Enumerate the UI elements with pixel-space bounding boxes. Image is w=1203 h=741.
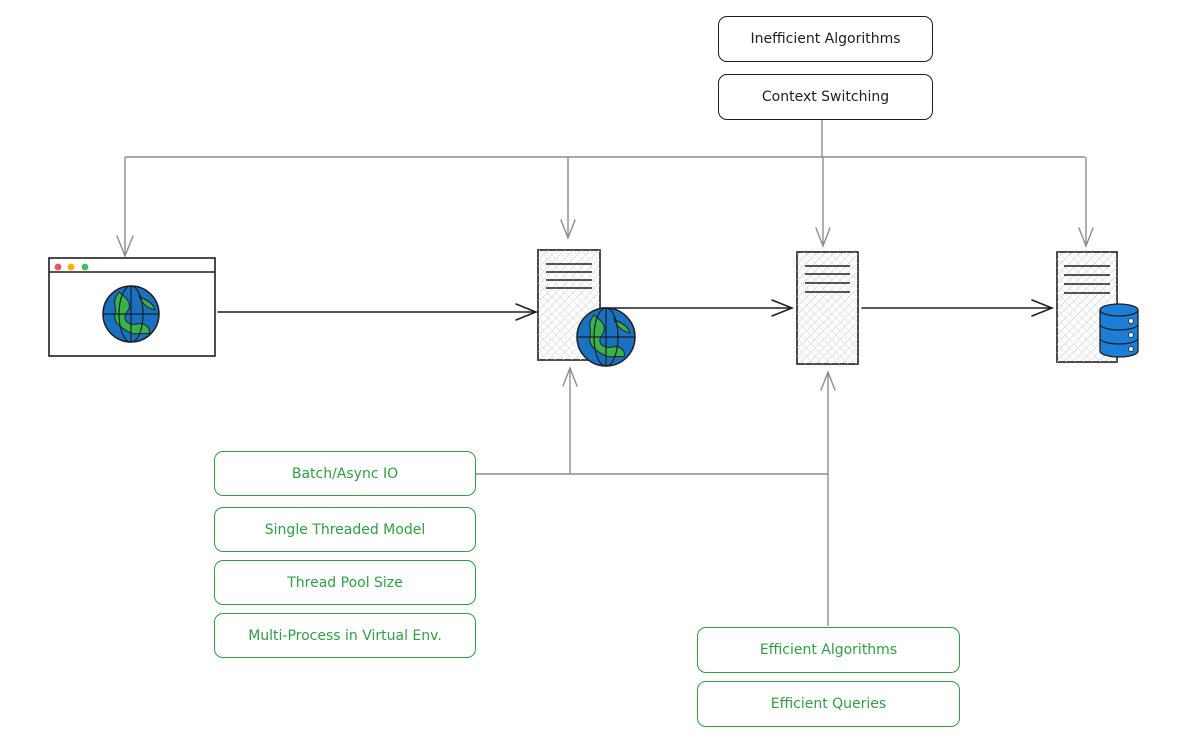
context-switching-label: Context Switching [761, 89, 890, 105]
server-icon [796, 251, 859, 365]
efficient-queries-box: Efficient Queries [697, 681, 960, 727]
context-switching-box: Context Switching [718, 74, 933, 120]
top-arrowheads [116, 219, 1094, 258]
web-arrowhead [560, 219, 576, 240]
flow-arrows [217, 299, 1055, 321]
browser-minimize-dot [67, 263, 75, 271]
bottom-arrowheads [562, 366, 836, 391]
inefficient-algorithms-label: Inefficient Algorithms [750, 31, 901, 47]
thread-pool-size-box: Thread Pool Size [214, 560, 476, 605]
multi-process-label: Multi-Process in Virtual Env. [248, 627, 442, 644]
db-arrowhead [1078, 227, 1094, 248]
inefficient-algorithms-box: Inefficient Algorithms [718, 16, 933, 62]
web-to-app-arrowhead [771, 299, 795, 317]
thread-pool-size-label: Thread Pool Size [287, 574, 403, 591]
app-bottom-arrowhead [820, 370, 836, 391]
globe-icon [102, 285, 160, 343]
server-globe-icon [537, 249, 636, 367]
web-bottom-arrowhead [562, 366, 578, 387]
bottom-improvement-connectors [476, 368, 829, 626]
app-to-db-arrowhead [1031, 299, 1055, 317]
browser-arrowhead [116, 235, 134, 258]
browser-maximize-dot [81, 263, 89, 271]
single-threaded-model-box: Single Threaded Model [214, 507, 476, 552]
efficient-algorithms-box: Efficient Algorithms [697, 627, 960, 673]
app-arrowhead [815, 227, 831, 248]
browser-close-dot [54, 263, 62, 271]
browser-to-web-arrowhead [515, 303, 539, 321]
multi-process-box: Multi-Process in Virtual Env. [214, 613, 476, 658]
batch-async-io-box: Batch/Async IO [214, 451, 476, 496]
browser-window-icon [48, 257, 216, 357]
top-distribution-connectors [124, 120, 1087, 256]
efficient-algorithms-label: Efficient Algorithms [759, 642, 898, 658]
single-threaded-model-label: Single Threaded Model [264, 521, 426, 538]
efficient-queries-label: Efficient Queries [770, 696, 887, 712]
batch-async-io-label: Batch/Async IO [291, 465, 399, 482]
database-icon [1099, 303, 1139, 358]
server-database-icon [1056, 251, 1139, 363]
globe-icon [576, 307, 636, 367]
